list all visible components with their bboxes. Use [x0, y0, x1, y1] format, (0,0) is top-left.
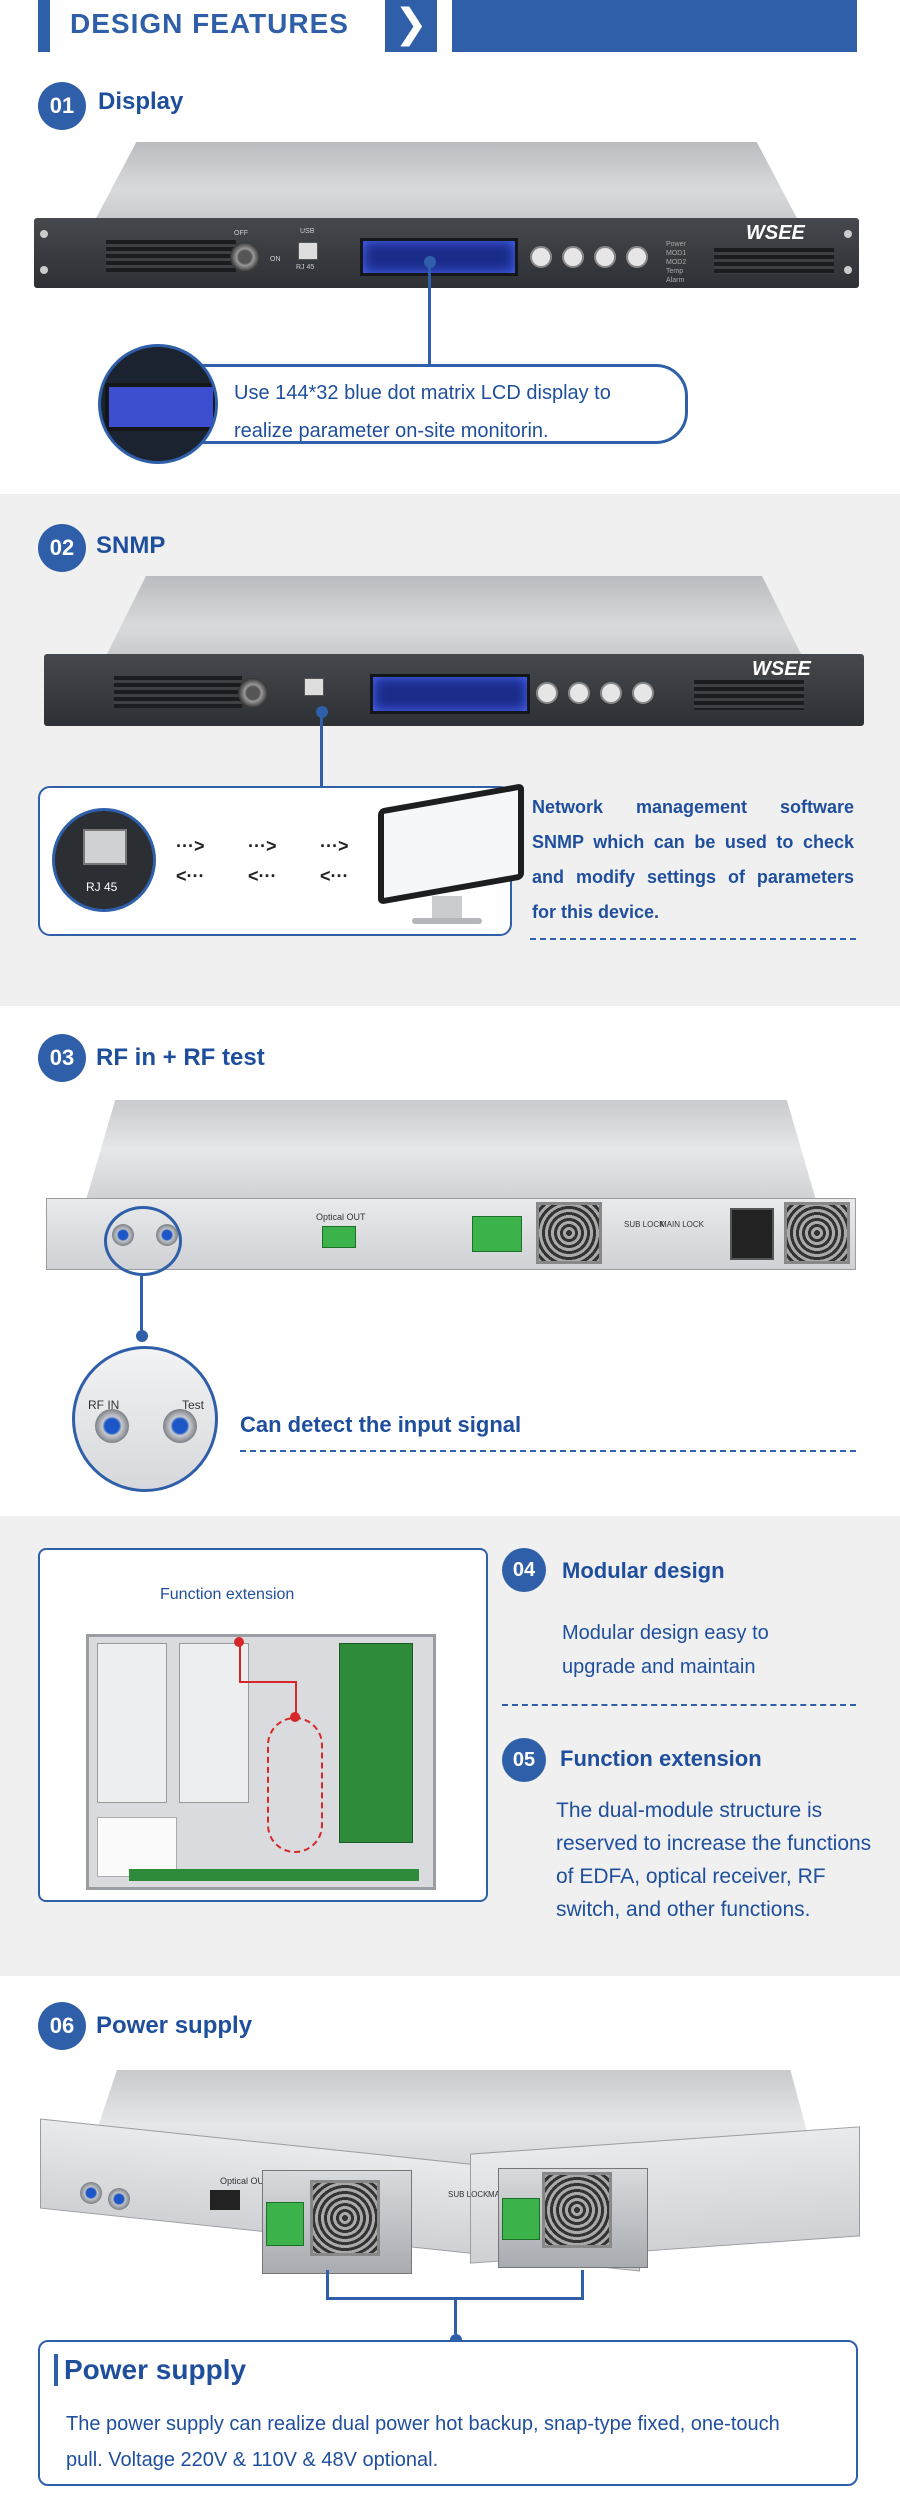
section-number: 01: [38, 82, 86, 130]
rf-zoom-circle: [72, 1346, 218, 1492]
bracket-connector: [326, 2270, 584, 2300]
rf-callout-text: Can detect the input signal: [240, 1412, 522, 1437]
rf-in-label: RF IN: [88, 1398, 120, 1412]
modular-description: Modular design easy to upgrade and maint…: [562, 1622, 769, 1678]
back-button-icon: [530, 246, 552, 268]
snmp-description: Network management software SNMP which c…: [532, 797, 854, 922]
header-title-bg: [50, 0, 382, 52]
lcd-zoom-circle: [98, 344, 218, 464]
computer-monitor-icon: [372, 783, 524, 930]
device-rear-psu-image: Optical OUT SUB LOCK MAIN LOCK: [40, 2070, 860, 2290]
arrow-right-icon: ···>: [248, 836, 277, 856]
sub-lock-label: SUB LOCK: [624, 1220, 665, 1229]
display-callout-text: Use 144*32 blue dot matrix LCD display t…: [234, 382, 611, 442]
up-button-icon: [562, 246, 584, 268]
section-number: 02: [38, 524, 86, 572]
fan-icon: [542, 2172, 612, 2248]
chevron-right-icon: ❯: [385, 0, 437, 52]
on-label: ON: [270, 256, 281, 263]
usb-label: USB: [300, 228, 315, 235]
section-title-snmp: SNMP: [96, 532, 166, 559]
divider: [502, 1704, 856, 1706]
display-callout: [150, 364, 688, 444]
pointer-dot: [136, 1330, 148, 1342]
status-leds: Power MOD1 MOD2 Temp Alarm: [666, 241, 687, 284]
rj45-label: RJ 45: [296, 264, 315, 271]
arrow-left-icon: <···: [176, 866, 205, 886]
section-number: 06: [38, 2002, 86, 2050]
section-title-display: Display: [98, 88, 184, 115]
pointer-line: [320, 712, 323, 788]
rj45-zoom-label: RJ 45: [86, 880, 118, 894]
rj45-port: [298, 242, 318, 260]
pointer-line: [454, 2298, 457, 2334]
arrow-right-icon: ···>: [176, 836, 205, 856]
lcd-display: [360, 238, 518, 276]
power-socket: [730, 1208, 774, 1260]
power-supply-box: [38, 2340, 858, 2486]
function-extension-description: The dual-module structure is reserved to…: [556, 1799, 872, 1921]
power-box-text: The power supply can realize dual power …: [66, 2413, 780, 2471]
rj45-zoom-circle: [52, 808, 156, 912]
pointer-line: [428, 262, 431, 364]
fan-icon: [310, 2180, 380, 2256]
title-accent-bar: [54, 2354, 58, 2386]
divider: [530, 938, 856, 940]
enter-button-icon: [626, 246, 648, 268]
arrow-left-icon: <···: [320, 866, 349, 886]
page-title: DESIGN FEATURES: [70, 8, 349, 39]
optical-out-label: Optical OUT: [220, 2176, 270, 2186]
section-number: 04: [502, 1548, 546, 1592]
pointer-line: [140, 1276, 143, 1334]
optical-out-port: [322, 1226, 356, 1248]
section-number: 03: [38, 1034, 86, 1082]
off-label: OFF: [234, 230, 248, 237]
power-box-title: Power supply: [64, 2354, 247, 2385]
section-title-function-extension: Function extension: [560, 1746, 762, 1771]
arrow-right-icon: ···>: [320, 836, 349, 856]
fan-icon: [536, 1202, 602, 1264]
down-button-icon: [594, 246, 616, 268]
arrow-left-icon: <···: [248, 866, 277, 886]
internal-chassis-image: [86, 1634, 436, 1890]
section-title-rf: RF in + RF test: [96, 1044, 265, 1071]
main-lock-label: MAIN LOCK: [660, 1220, 705, 1229]
brand-logo: WSEE: [746, 222, 805, 244]
function-extension-label: Function extension: [160, 1586, 295, 1603]
optical-out-label: Optical OUT: [316, 1212, 366, 1222]
device-front-image-snmp: WSEE: [44, 576, 864, 736]
rf-highlight-ring: [104, 1206, 182, 1276]
divider: [240, 1450, 856, 1452]
section-title-modular: Modular design: [562, 1558, 725, 1583]
fan-icon: [784, 1202, 850, 1264]
sub-lock-label: SUB LOCK: [448, 2190, 489, 2199]
header-bar-right: [452, 0, 857, 52]
test-label: Test: [182, 1398, 205, 1412]
section-title-power: Power supply: [96, 2012, 253, 2039]
power-knob: [230, 242, 260, 272]
section-number: 05: [502, 1738, 546, 1782]
device-front-image: OFF ON USB RJ 45 Power MOD1 MOD2 Temp Al…: [34, 142, 859, 292]
header-notch: [38, 0, 50, 52]
